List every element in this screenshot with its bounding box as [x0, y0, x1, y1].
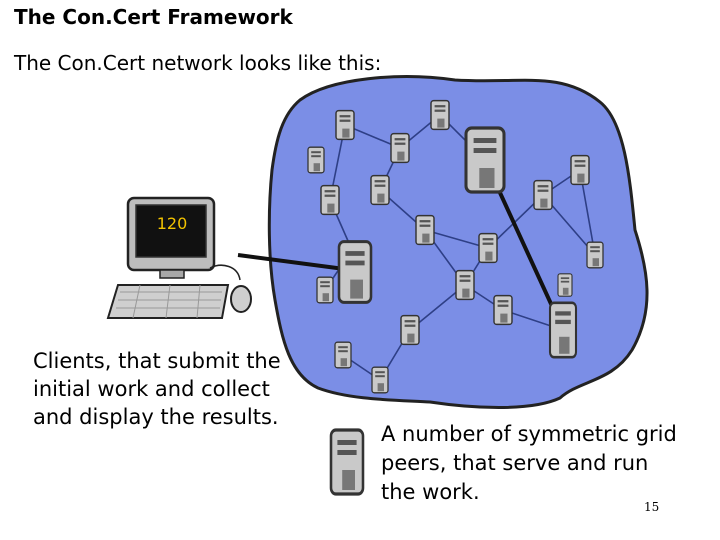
slide-number: 15: [644, 500, 660, 514]
client-screen-value: 120: [156, 214, 188, 233]
slide-title: The Con.Cert Framework: [14, 5, 293, 29]
client-computer: [106, 196, 252, 319]
peer-caption: A number of symmetric grid peers, that s…: [381, 422, 677, 504]
client-caption: Clients, that submit the initial work an…: [33, 349, 281, 429]
slide-subtitle: The Con.Cert network looks like this:: [14, 51, 382, 75]
peer-legend-icon: [329, 428, 365, 496]
